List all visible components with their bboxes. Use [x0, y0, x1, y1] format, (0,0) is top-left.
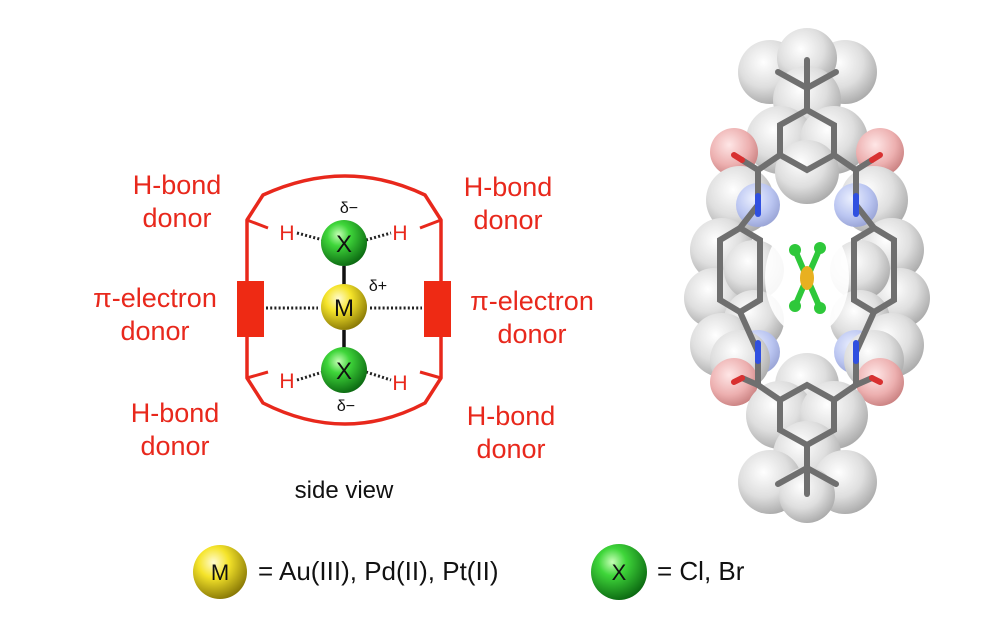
legend-halide-text: = Cl, Br	[657, 556, 745, 586]
halide-atom-top	[321, 220, 367, 266]
metal-atom	[321, 284, 367, 330]
h-atom-tl: H	[279, 222, 294, 245]
legend-metal-sphere	[193, 545, 247, 599]
delta-minus-bottom: δ−	[337, 398, 355, 415]
delta-minus-top: δ−	[340, 200, 358, 217]
h-bond-dashes	[296, 231, 392, 382]
legend-halide-sphere	[591, 544, 647, 600]
guest-complex	[789, 242, 826, 314]
h-atom-br: H	[392, 372, 407, 395]
metal-label: M	[334, 295, 354, 322]
h-struts	[246, 218, 442, 380]
halide-atom-bottom	[321, 347, 367, 393]
pi-donor-bar-left	[237, 281, 264, 337]
delta-plus: δ+	[369, 278, 387, 295]
pi-donor-bar-right	[424, 281, 451, 337]
legend-metal-text: = Au(III), Pd(II), Pt(II)	[258, 556, 499, 586]
stick-skeleton	[717, 57, 897, 497]
side-view-caption: side view	[294, 477, 394, 504]
h-atom-tr: H	[392, 222, 407, 245]
molecular-model	[684, 28, 930, 523]
amide-n-sticks	[755, 193, 859, 364]
carbonyl-sticks	[731, 152, 883, 385]
halide-label-bottom: X	[336, 358, 352, 385]
legend-metal-symbol: M	[211, 560, 229, 585]
legend-halide-symbol: X	[612, 560, 627, 585]
halide-label-top: X	[336, 231, 352, 258]
h-atom-bl: H	[279, 370, 294, 393]
